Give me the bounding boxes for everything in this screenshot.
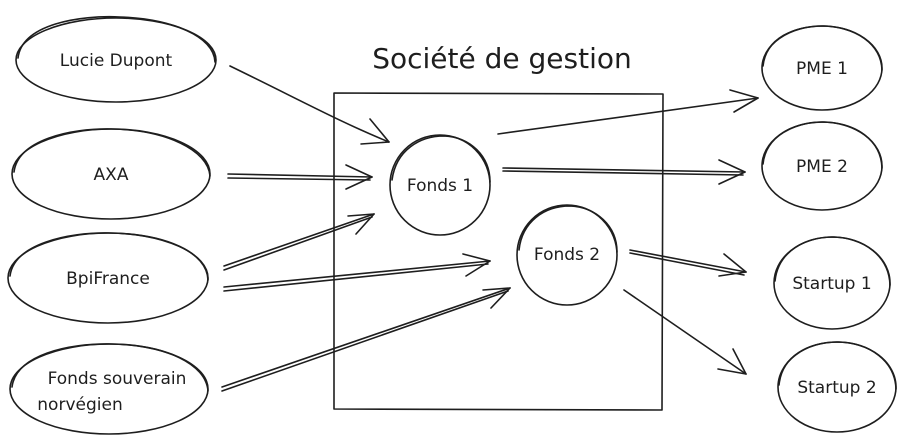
company-startup-2: Startup 2 [777,341,897,433]
arrow-fonds2-to-startup2 [623,289,747,375]
arrow-fonds1-to-pme1 [497,89,759,135]
company-pme-2: PME 2 [761,121,883,211]
company-pme-2-label: PME 2 [796,157,848,177]
company-startup-1: Startup 1 [773,236,891,330]
company-pme-1-label: PME 1 [796,59,848,79]
investor-lucie-label: Lucie Dupont [60,51,173,71]
fund-1: Fonds 1 [389,134,491,236]
arrow-bpifrance-to-fonds2 [223,253,491,292]
fund-1-label: Fonds 1 [407,176,473,196]
investor-bpifrance-label: BpiFrance [66,269,150,289]
investor-lucie-dupont: Lucie Dupont [15,15,217,103]
arrow-fonds1-to-pme2 [502,159,746,185]
arrow-fonds2-to-startup1 [629,249,747,277]
investor-norwegian-sovereign-fund: Fonds souverain norvégien [9,343,209,435]
arrow-norway-to-fonds2 [221,287,511,392]
fund-2: Fonds 2 [516,204,618,306]
arrow-axa-to-fonds1 [227,164,373,190]
investor-norway-label-line2: norvégien [37,395,122,415]
fund-2-label: Fonds 2 [534,245,600,265]
company-startup-1-label: Startup 1 [792,274,871,294]
company-startup-2-label: Startup 2 [797,378,876,398]
arrow-bpifrance-to-fonds1 [223,213,375,271]
company-pme-1: PME 1 [761,25,883,111]
investor-norway-label-line1: Fonds souverain [48,369,187,389]
management-company-box [333,92,664,411]
investor-axa-label: AXA [94,165,129,185]
arrow-lucie-to-fonds1 [229,65,390,145]
investor-bpifrance: BpiFrance [7,232,209,324]
investor-axa: AXA [11,128,211,220]
diagram-title: Société de gestion [372,42,632,75]
